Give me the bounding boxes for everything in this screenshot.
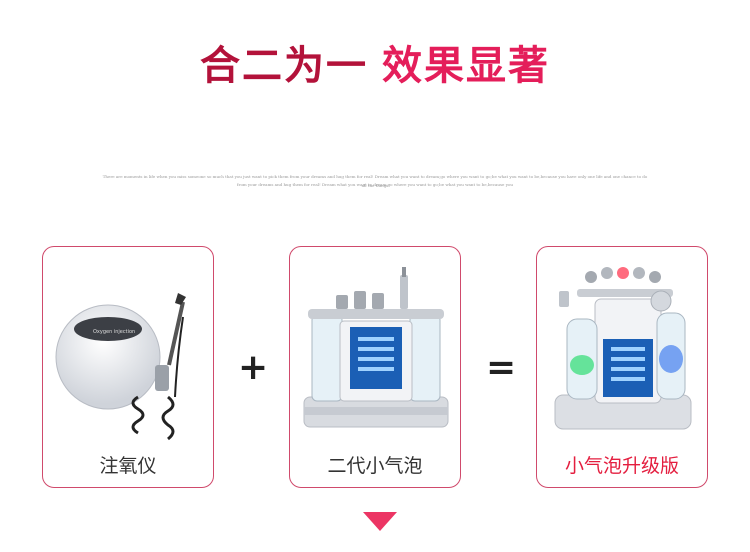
headline-part-1: 合二为一 (200, 43, 368, 89)
product-label: 注氧仪 (99, 455, 157, 477)
device-brand-text: Oxygen injection (93, 329, 135, 335)
headline-part-2: 效果显著 (382, 43, 550, 89)
product-label: 二代小气泡 (327, 455, 423, 477)
product-label: 小气泡升级版 (564, 455, 679, 477)
headline: 合二为一效果显著 (0, 38, 750, 94)
oxygen-injector-image: Oxygen injection (55, 293, 186, 441)
plus-sign: + (238, 347, 269, 388)
upgraded-bubble-image (554, 267, 692, 430)
product-card-oxygen-injector: Oxygen injection 注氧仪 (42, 246, 214, 488)
product-card-second-gen-bubble: 二代小气泡 (289, 246, 461, 488)
subtitle-line-2: from your dreams and hug them for real! … (237, 182, 513, 187)
down-arrow-icon (363, 512, 397, 531)
product-card-upgraded-bubble: 小气泡升级版 (536, 246, 708, 488)
second-gen-bubble-image (303, 267, 449, 428)
equals-sign: = (486, 347, 517, 388)
subtitle-line-1: There are moments in life when you miss … (102, 174, 648, 188)
